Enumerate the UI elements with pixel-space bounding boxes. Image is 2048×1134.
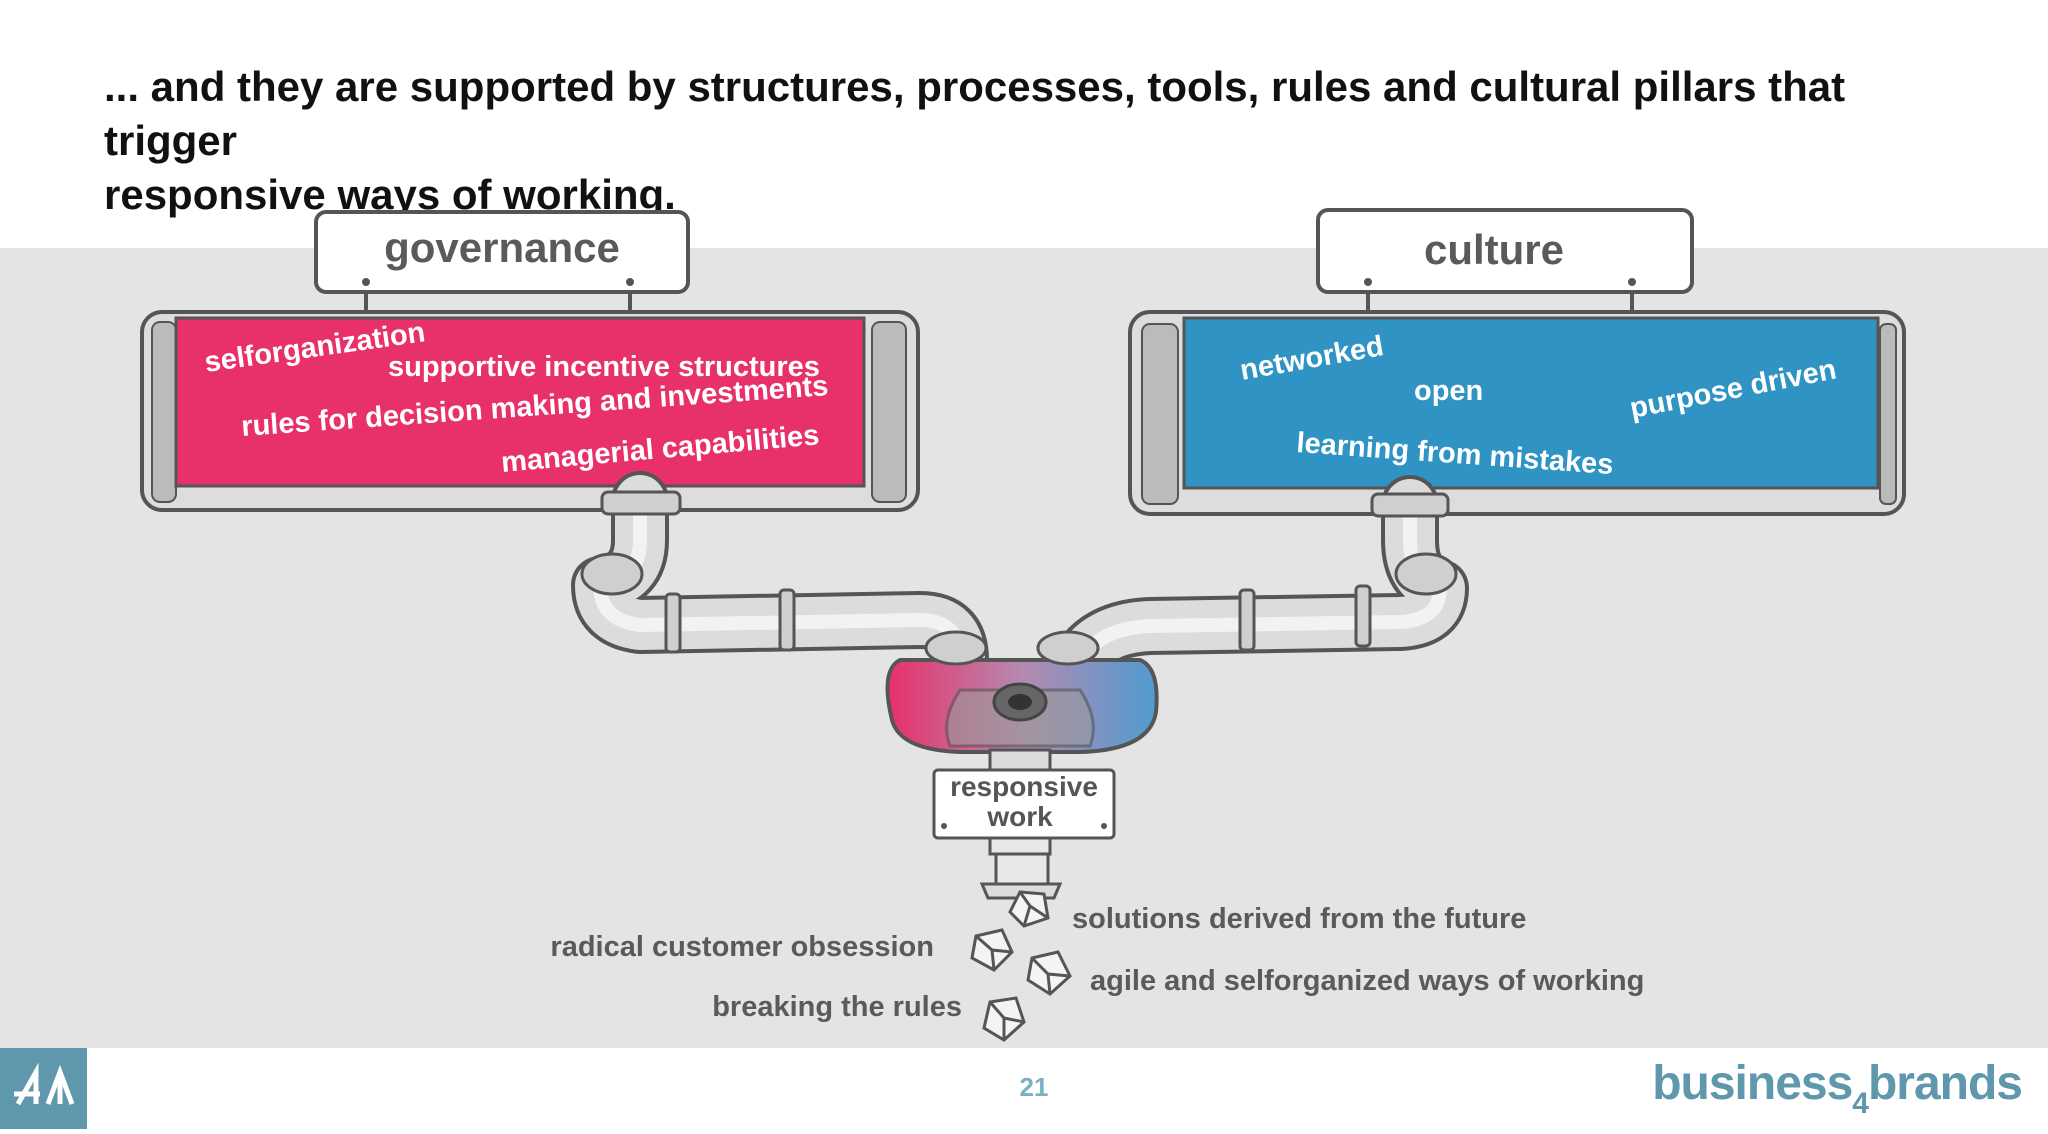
- governance-tank: [140, 310, 920, 512]
- outlet-spout: [979, 836, 1063, 900]
- page-number: 21: [1019, 1072, 1049, 1102]
- culture-sign: culture: [1316, 208, 1694, 312]
- responsive-work-sign: responsive work: [932, 768, 1116, 840]
- output-cubes: [970, 890, 1072, 1042]
- brand-suffix: brands: [1867, 1057, 2023, 1110]
- pipeline-diagram: governance selforganization supportive i…: [140, 208, 1906, 1042]
- outcome-right: solutions derived from the future: [1072, 903, 1526, 935]
- brand-prefix: business: [1652, 1057, 1853, 1110]
- heading-line-1: ... and they are supported by structures…: [104, 63, 1846, 164]
- left-pipe: [571, 471, 989, 709]
- culture-tank: [1128, 310, 1906, 516]
- brand-wordmark: business4brands: [1652, 1056, 2023, 1121]
- governance-sign: governance: [314, 210, 690, 314]
- governance-item: supportive incentive structures: [388, 351, 820, 383]
- slide-footer: 21 business4brands: [0, 1048, 2048, 1129]
- outcome-left: radical customer obsession: [550, 931, 934, 963]
- governance-label: governance: [384, 224, 620, 271]
- culture-item: open: [1414, 375, 1483, 407]
- responsive-work-label-1: responsive: [950, 771, 1098, 802]
- brand-logo-icon: [0, 1048, 87, 1129]
- pipe-flanges: [580, 490, 1458, 654]
- logo-mark-icon: [14, 1062, 75, 1106]
- mixer-valve: [885, 630, 1159, 776]
- outcome-left: breaking the rules: [712, 991, 962, 1023]
- culture-panel: [1182, 316, 1880, 490]
- culture-label: culture: [1424, 226, 1564, 273]
- responsive-work-label-2: work: [986, 801, 1053, 832]
- outcome-right: agile and selforganized ways of working: [1090, 965, 1644, 997]
- slide-heading: ... and they are supported by structures…: [104, 60, 1904, 222]
- governance-panel: [174, 316, 866, 488]
- brand-sub: 4: [1852, 1087, 1869, 1120]
